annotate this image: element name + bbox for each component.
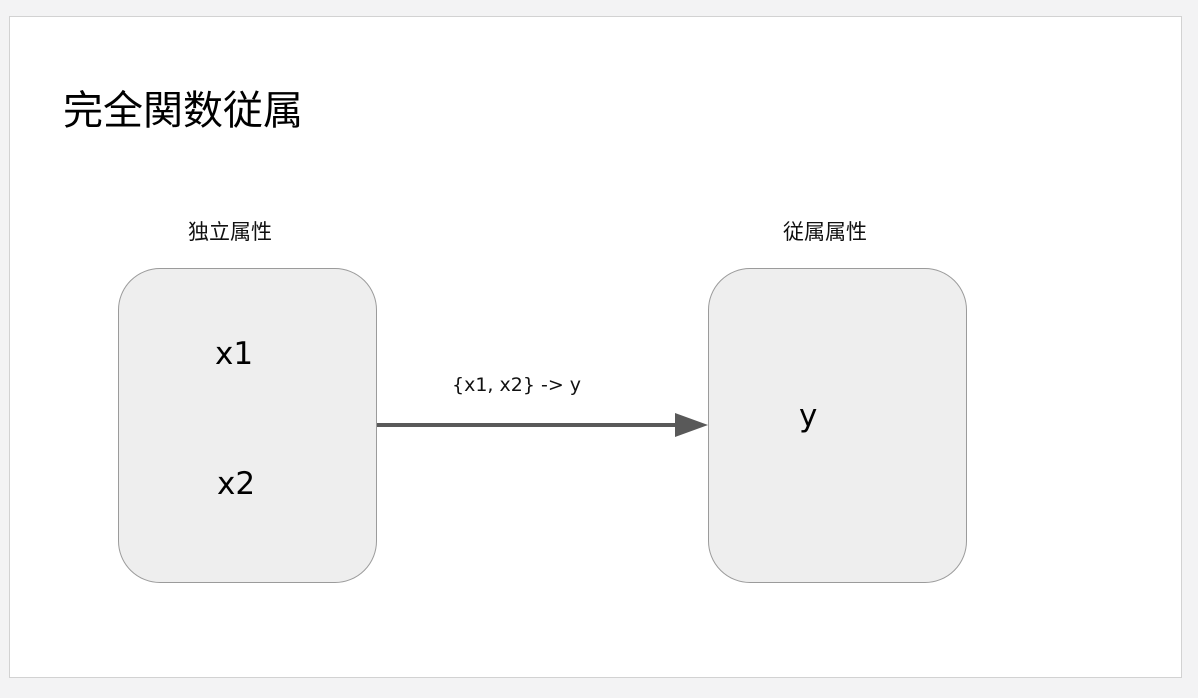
dependent-attributes-box: y <box>708 268 967 583</box>
dependent-attributes-label: 従属属性 <box>783 220 867 244</box>
independent-attributes-label: 独立属性 <box>188 220 272 244</box>
slide: 完全関数従属 独立属性 従属属性 x1 x2 y {x1, x2} -> y <box>9 16 1182 678</box>
slide-title: 完全関数従属 <box>63 88 303 134</box>
attribute-y: y <box>799 398 818 434</box>
attribute-x1: x1 <box>215 336 254 372</box>
dependency-arrow-head <box>675 413 708 437</box>
independent-attributes-box: x1 x2 <box>118 268 377 583</box>
attribute-x2: x2 <box>217 466 256 502</box>
dependency-arrow-label: {x1, x2} -> y <box>452 374 582 396</box>
